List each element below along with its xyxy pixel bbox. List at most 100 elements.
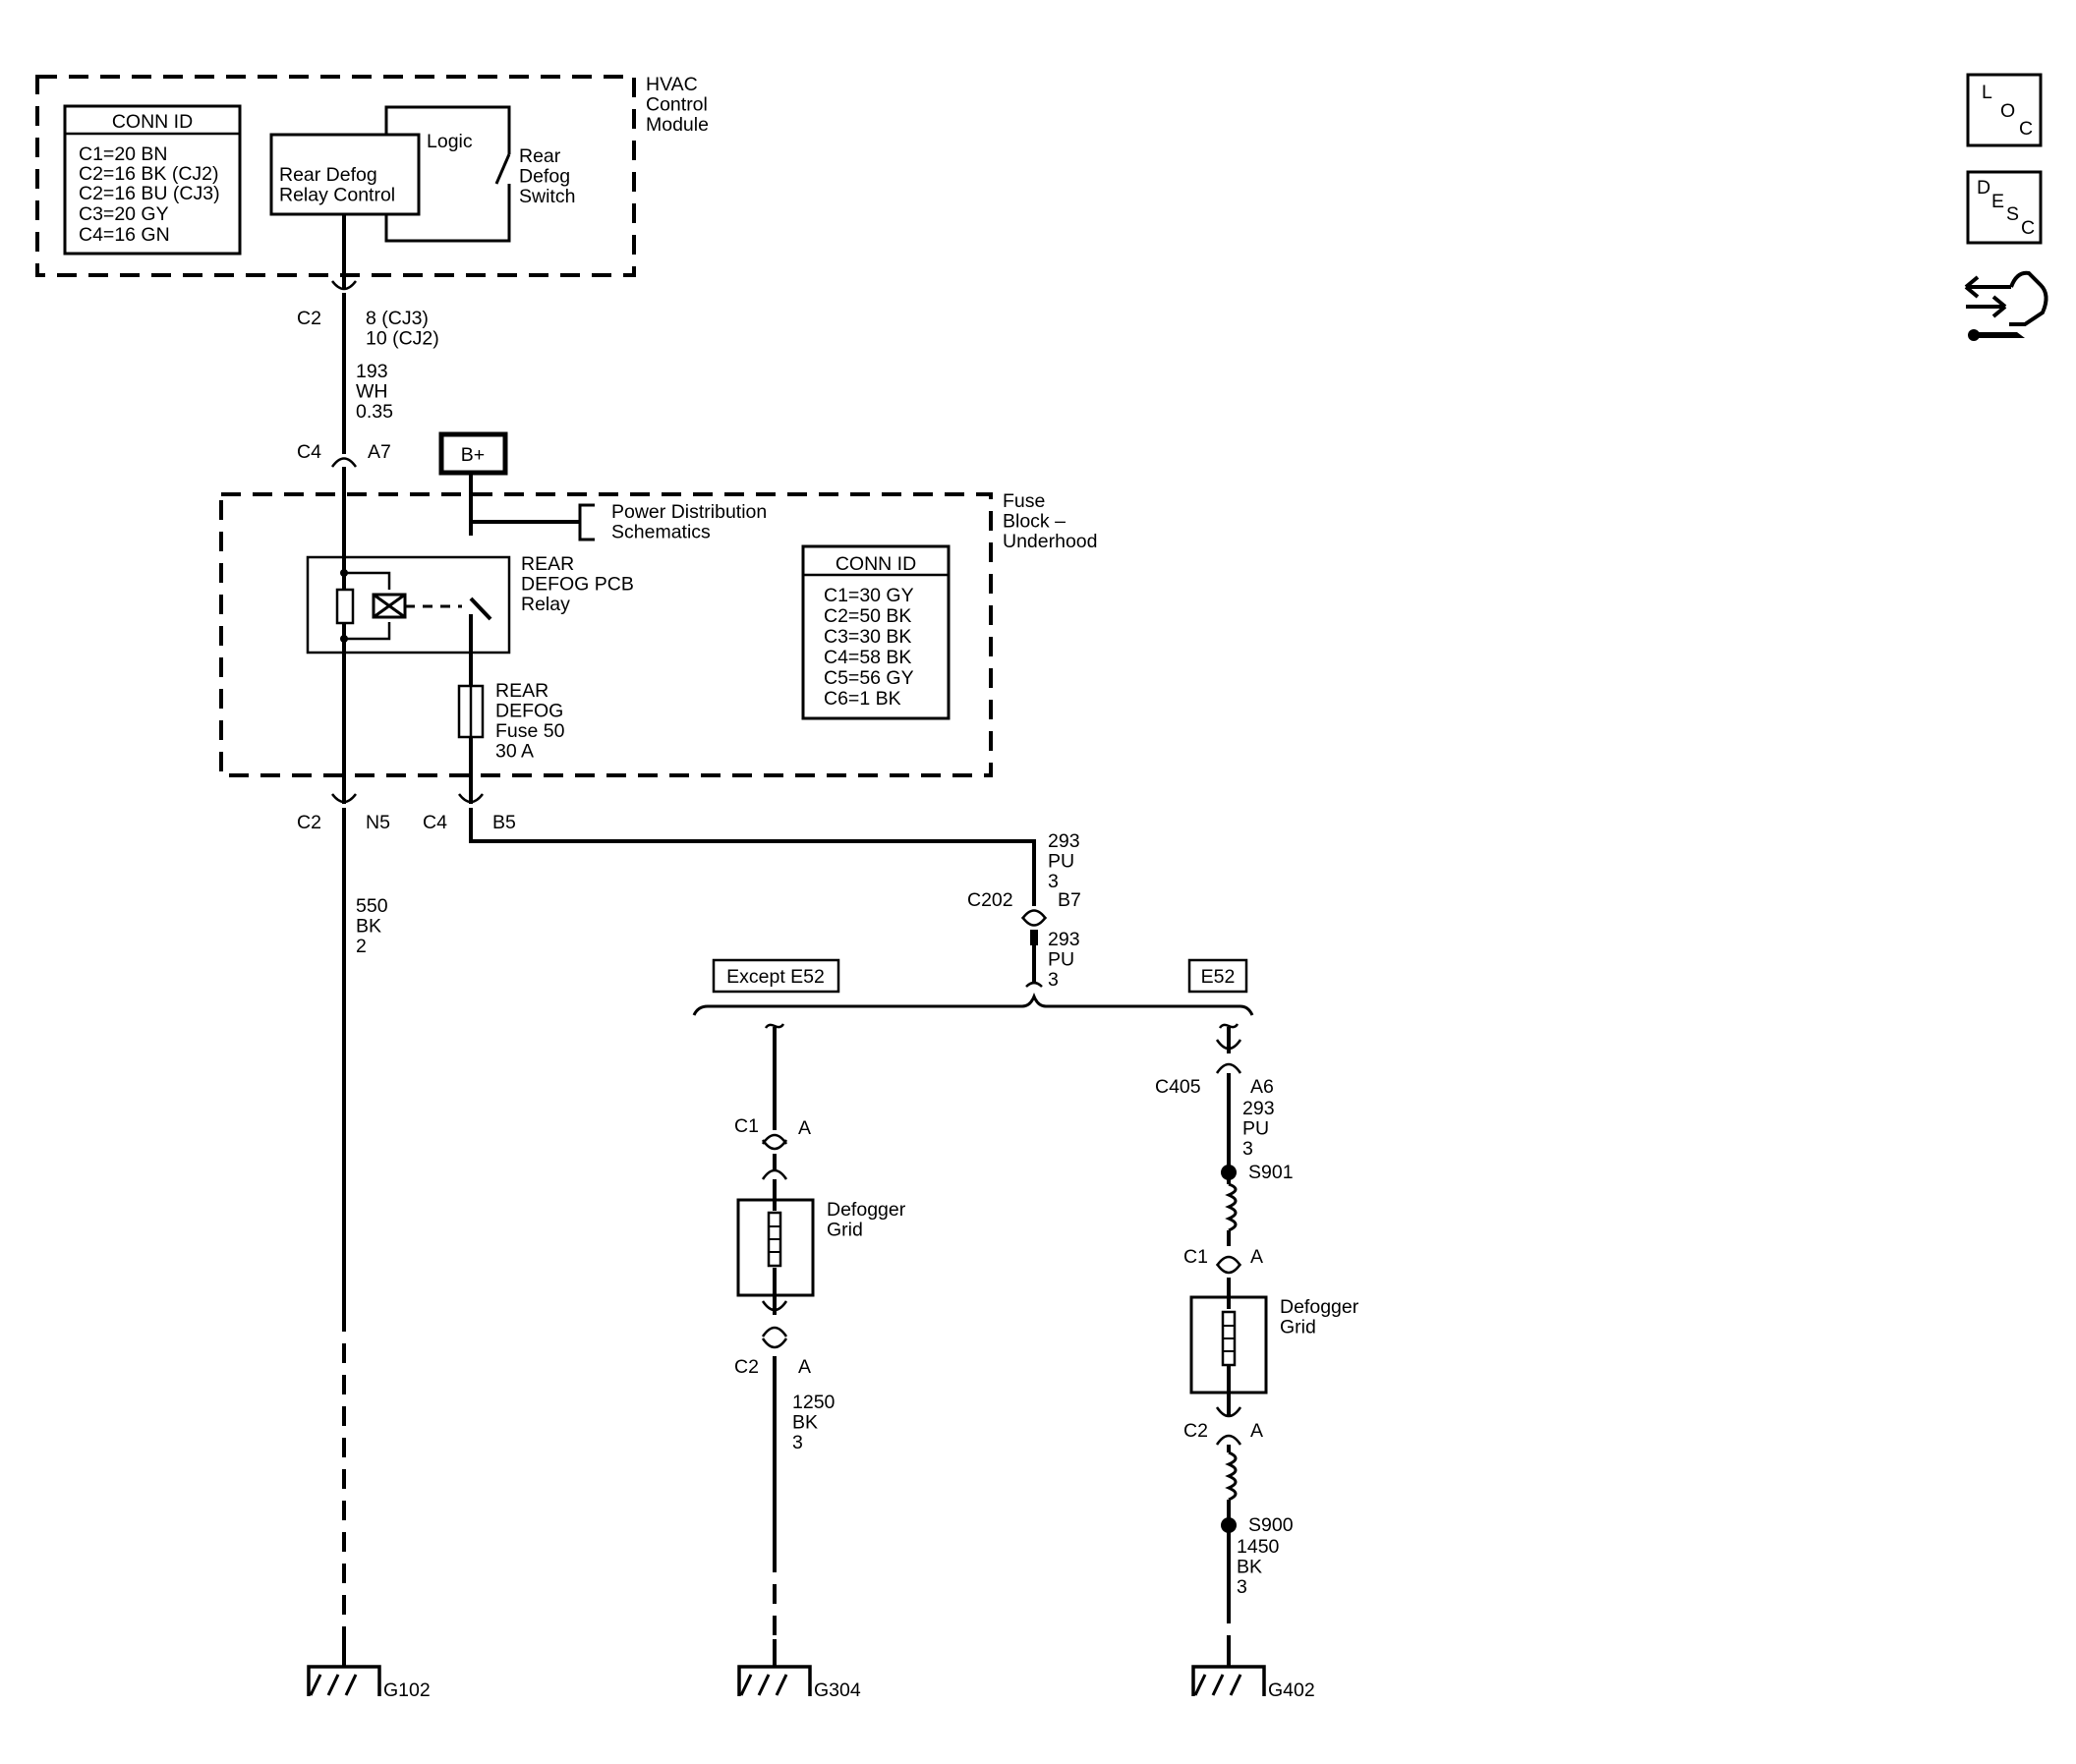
fuse-conn-row: C2=50 BK: [824, 605, 911, 627]
option-e52-label: E52: [1201, 966, 1236, 988]
loc-letter: O: [2000, 100, 2015, 122]
except-c1-pin: A: [798, 1117, 811, 1139]
connector-c202: [1020, 909, 1048, 927]
splice-s900-label: S900: [1248, 1514, 1294, 1536]
e52-c2-pin: A: [1250, 1420, 1263, 1442]
hvac-conn-row: C3=20 GY: [79, 203, 169, 225]
hvac-conn-row: C1=20 BN: [79, 143, 168, 165]
e52-c2-label: C2: [1183, 1420, 1208, 1442]
loc-letter: L: [1982, 82, 1992, 103]
loc-letter: C: [2019, 118, 2033, 140]
desc-letter: E: [1991, 191, 2004, 212]
e52-defogger-grid: [1189, 1278, 1268, 1394]
ground-g402-label: G402: [1268, 1679, 1315, 1701]
hvac-module-boundary: [35, 75, 636, 277]
fuse-conn-id-title: CONN ID: [836, 553, 916, 575]
relay-control-box: [269, 133, 421, 216]
pin-a7-label: A7: [368, 441, 391, 463]
desc-button[interactable]: D E S C: [1966, 170, 2043, 245]
connector-c4-b5: [458, 786, 484, 804]
ground-g102-label: G102: [383, 1679, 431, 1701]
c405-label: C405: [1155, 1076, 1201, 1098]
arrows-hand-icon[interactable]: [1964, 270, 2048, 341]
connector-c4-a7: [330, 457, 358, 468]
fuse-conn-row: C5=56 GY: [824, 667, 914, 689]
connector-c2-bottom-label: C2: [297, 812, 321, 833]
logic-label: Logic: [427, 131, 473, 152]
connector-c4-bottom-label: C4: [423, 812, 447, 833]
connector-c2-hvac: [331, 277, 357, 291]
except-c2-label: C2: [734, 1356, 759, 1378]
hvac-pin-label: 8 (CJ3)10 (CJ2): [366, 308, 439, 350]
ground-g304: G304: [737, 1639, 861, 1701]
connector-c4-label: C4: [297, 441, 321, 463]
wire-293-pu: [469, 808, 1036, 906]
relay-resistor: [335, 588, 355, 625]
fuse-conn-row: C1=30 GY: [824, 585, 914, 606]
splice-s901-label: S901: [1248, 1162, 1294, 1183]
ground-g402: G402: [1191, 1639, 1315, 1701]
fuse-conn-row: C4=58 BK: [824, 647, 911, 668]
e52-c1-pin: A: [1250, 1246, 1263, 1268]
hvac-conn-row: C2=16 BK (CJ2): [79, 163, 219, 185]
fuse-conn-row: C3=30 BK: [824, 626, 911, 648]
c202-label: C202: [967, 889, 1013, 911]
ground-g304-label: G304: [814, 1679, 861, 1701]
battery-positive-box: B+: [438, 431, 508, 476]
except-c1-label: C1: [734, 1115, 759, 1137]
fuse-conn-id-table: CONN ID C1=30 GY C2=50 BK C3=30 BK C4=58…: [801, 544, 951, 720]
wire-marker: [1030, 930, 1038, 945]
pin-b5-label: B5: [492, 812, 516, 833]
hvac-conn-id-table: CONN ID C1=20 BN C2=16 BK (CJ2) C2=16 BU…: [63, 104, 242, 256]
fuse-block-boundary: [219, 492, 993, 777]
except-c2-pin: A: [798, 1356, 811, 1378]
option-except-e52: Except E52: [712, 958, 840, 994]
e52-c1-label: C1: [1183, 1246, 1208, 1268]
hvac-conn-row: C2=16 BU (CJ3): [79, 183, 220, 204]
fuse-conn-row: C6=1 BK: [824, 688, 901, 710]
option-e52: E52: [1187, 958, 1248, 994]
pin-n5-label: N5: [366, 812, 390, 833]
option-bar: [692, 992, 1254, 1016]
option-except-e52-label: Except E52: [726, 966, 825, 988]
c405-pin-label: A6: [1250, 1076, 1274, 1098]
b-plus-label: B+: [461, 444, 485, 466]
hvac-conn-id-title: CONN ID: [112, 111, 193, 133]
desc-letter: S: [2006, 203, 2019, 225]
except-defogger-grid: [736, 1179, 815, 1297]
desc-letter: D: [1977, 177, 1990, 199]
hvac-conn-row: C4=16 GN: [79, 224, 170, 246]
desc-letter: C: [2021, 217, 2035, 239]
ground-g102: G102: [307, 1639, 431, 1701]
connector-c2-label: C2: [297, 308, 321, 329]
loc-button[interactable]: L O C: [1966, 73, 2043, 147]
connector-c2-n5: [331, 786, 357, 804]
c202-pin-label: B7: [1058, 889, 1081, 911]
